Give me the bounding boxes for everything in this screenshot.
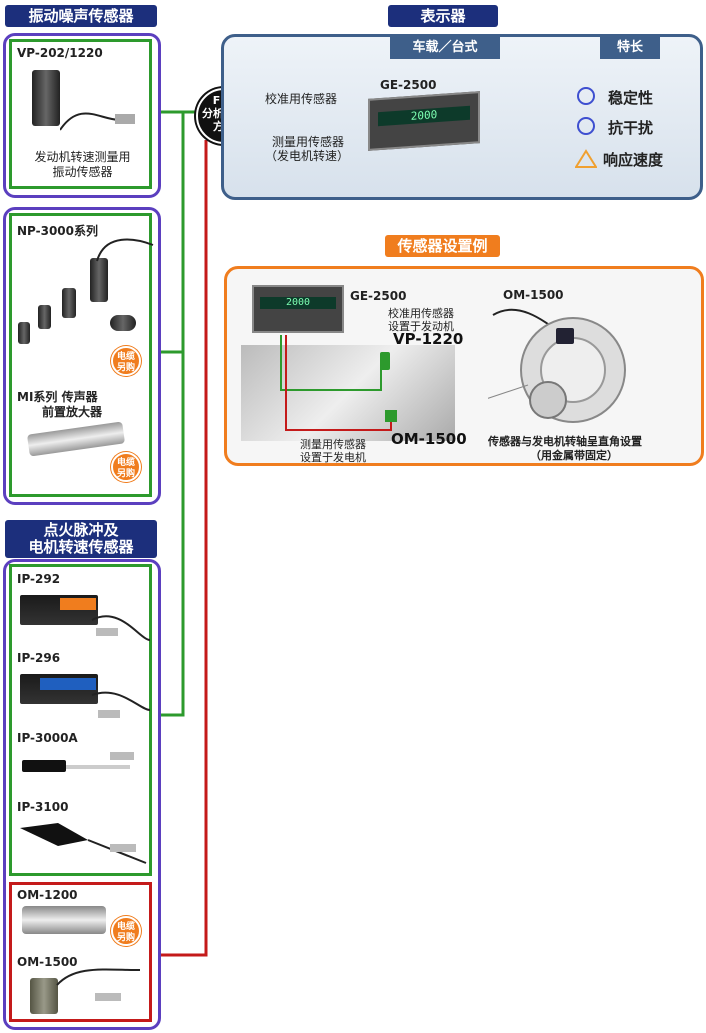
- om1500-top-label: OM-1500: [503, 288, 564, 302]
- display-type-tab: 车载／台式: [390, 37, 500, 59]
- circle-icon: [577, 117, 595, 135]
- example-note-line1: 传感器与发电机转轴呈直角设置: [488, 435, 642, 448]
- vp-sensor-image: [32, 70, 60, 126]
- display-model-label: GE-2500: [380, 78, 437, 92]
- display-feature-tab: 特长: [600, 37, 660, 59]
- ge2500-screen: 2000: [378, 105, 470, 127]
- example-calib-line2: 设置于发动机: [388, 320, 454, 333]
- np-model-label: NP-3000系列: [17, 224, 99, 238]
- vibration-sensor-header: 振动噪声传感器: [5, 5, 157, 27]
- ip296-cable-icon: [91, 691, 151, 718]
- ge2500-screen-value: 2000: [410, 108, 438, 123]
- om-sensor-group: [9, 882, 152, 1022]
- badge-line2: 另购: [116, 469, 135, 479]
- ip3000a-image: [22, 760, 66, 772]
- om1500-label: OM-1500: [17, 955, 78, 969]
- example-header: 传感器设置例: [385, 235, 500, 257]
- green-connector-ip: [152, 352, 185, 717]
- badge-line1: 电缆: [116, 922, 135, 932]
- example-ge2500-meter: 2000: [252, 285, 344, 333]
- ip3100-label: IP-3100: [17, 800, 69, 814]
- example-screen-value: 2000: [285, 297, 311, 308]
- example-measure-line2: 设置于发电机: [300, 451, 366, 464]
- ignition-header-line1: 点火脉冲及: [43, 521, 119, 539]
- red-connector: [152, 140, 208, 957]
- example-measure-line1: 测量用传感器: [300, 438, 366, 451]
- np-cable-icon: [96, 238, 154, 262]
- generator-illustration: [488, 308, 626, 423]
- ip292-cable-icon: [91, 615, 151, 641]
- badge-line1: 电缆: [116, 352, 135, 362]
- example-calib-line1: 校准用传感器: [388, 307, 454, 320]
- display-calib-label: 校准用传感器: [265, 92, 338, 106]
- om1500-cable-icon: [56, 968, 141, 1001]
- ip3000a-label: IP-3000A: [17, 731, 78, 745]
- om1500-example-tag: OM-1500: [391, 430, 467, 448]
- ip296-label: IP-296: [17, 651, 61, 665]
- ignition-sensor-header: 点火脉冲及 电机转速传感器: [5, 520, 157, 558]
- om1200-image: [22, 906, 106, 934]
- green-connector: [152, 110, 185, 354]
- vp-desc-line1: 发动机转速测量用: [34, 150, 131, 164]
- ip292-label: IP-292: [17, 572, 61, 586]
- engine-photo: [241, 345, 455, 441]
- mi-label-line2: 前置放大器: [42, 405, 103, 419]
- om1500-image: [30, 978, 58, 1014]
- feature-response-speed: 响应速度: [603, 151, 664, 169]
- np-cable-sold-separately-badge: 电缆 另购: [111, 346, 141, 376]
- om1500-sensor-tag: [385, 410, 397, 422]
- triangle-icon: [575, 149, 597, 168]
- vp-cable-icon: [60, 112, 135, 131]
- mi-cable-sold-separately-badge: 电缆 另购: [111, 452, 141, 482]
- vp-sensor-group: [9, 39, 152, 189]
- vp-desc-line2: 振动传感器: [52, 165, 113, 179]
- example-ge2500-label: GE-2500: [350, 289, 407, 303]
- feature-stability: 稳定性: [608, 89, 654, 107]
- ip3000a-connector: [110, 752, 134, 760]
- feature-anti-interference: 抗干扰: [608, 119, 654, 137]
- mi-label-line1: MI系列 传声器: [17, 390, 98, 404]
- om1200-label: OM-1200: [17, 888, 78, 902]
- badge-line2: 另购: [116, 933, 135, 943]
- ip292-accent: [60, 598, 96, 610]
- ignition-header-line2: 电机转速传感器: [28, 538, 134, 556]
- display-measure-label1: 测量用传感器: [272, 135, 345, 149]
- om1200-cable-sold-separately-badge: 电缆 另购: [111, 916, 141, 946]
- vp1220-tag: VP-1220: [393, 330, 464, 348]
- example-note-line2: （用金属带固定）: [530, 449, 618, 462]
- np-sensor-image-4: [18, 322, 30, 344]
- ip296-accent: [40, 678, 96, 690]
- np-sensor-image-1: [90, 258, 108, 302]
- ge2500-meter: 2000: [368, 91, 480, 151]
- ip3000a-rod: [66, 765, 130, 769]
- np-mi-group: [9, 213, 152, 497]
- np-sensor-image-5: [110, 315, 136, 331]
- badge-line2: 另购: [116, 363, 135, 373]
- np-sensor-image-2: [62, 288, 76, 318]
- ip-sensor-group: [9, 564, 152, 876]
- circle-icon: [577, 87, 595, 105]
- badge-line1: 电缆: [116, 458, 135, 468]
- display-header: 表示器: [388, 5, 498, 27]
- ip3100-clamp-icon: [20, 823, 147, 864]
- vp-model-label: VP-202/1220: [17, 46, 103, 60]
- ignition-panel: [3, 559, 161, 1030]
- example-ge2500-screen: 2000: [260, 297, 336, 309]
- np-sensor-image-3: [38, 305, 51, 329]
- display-measure-label2: （发电机转速）: [265, 149, 350, 163]
- vp1220-sensor: [380, 352, 390, 370]
